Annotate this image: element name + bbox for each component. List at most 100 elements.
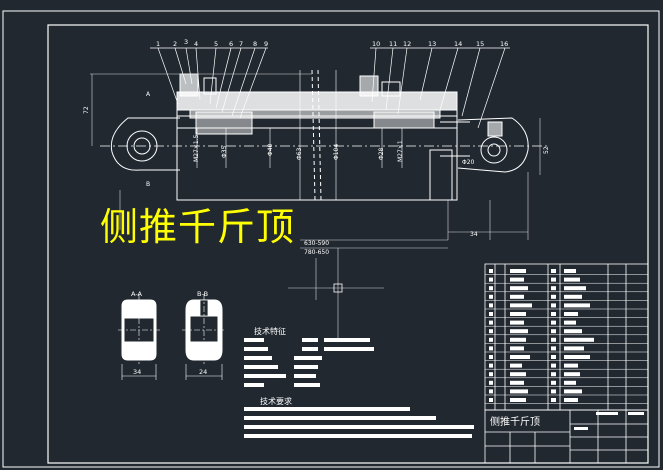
parts-row-cell <box>510 312 526 316</box>
parts-row-cell <box>489 286 493 291</box>
dim-label: Φ40 <box>267 143 274 156</box>
parts-row-cell <box>510 320 524 325</box>
part-number: 4 <box>194 40 198 48</box>
part-numbers: 1 2 3 4 5 6 7 8 9 10 11 12 13 14 15 16 <box>156 38 508 48</box>
parts-row-cell <box>551 346 556 351</box>
part-number: 10 <box>372 40 380 48</box>
part-number: 2 <box>173 40 177 48</box>
parts-row-cell <box>510 372 526 377</box>
part-number: 3 <box>184 38 188 46</box>
dim-label: Φ28 <box>378 147 385 160</box>
part-number: 15 <box>476 40 484 48</box>
parts-row-cell <box>564 303 590 308</box>
parts-row-cell <box>564 363 578 368</box>
parts-row-cell <box>551 380 556 385</box>
parts-row-cell <box>564 286 586 291</box>
tech-features-title: 技术特征 <box>254 326 286 336</box>
dim-left-height: 72 <box>83 106 90 114</box>
parts-row-cell <box>564 269 576 273</box>
parts-row-cell <box>564 312 578 316</box>
parts-row-cell <box>551 294 556 299</box>
parts-row-cell <box>489 294 493 299</box>
parts-row-cell <box>551 320 556 325</box>
right-pin-hole <box>480 136 508 164</box>
title-block-name: 侧推千斤顶 <box>490 415 540 428</box>
parts-row-cell <box>489 277 493 282</box>
inner-border <box>47 24 649 464</box>
parts-row-cell <box>489 320 493 325</box>
parts-row-cell <box>564 355 590 359</box>
drawing-title: 侧推千斤顶 <box>100 205 296 249</box>
parts-row-cell <box>551 277 556 282</box>
part-number: 8 <box>253 40 257 48</box>
dim-stroke-1: 630-590 <box>304 240 329 247</box>
part-number: 14 <box>454 40 462 48</box>
part-number: 6 <box>229 40 233 48</box>
parts-row-cell <box>489 363 493 368</box>
dim-small-right: 34 <box>470 231 478 238</box>
part-number: 7 <box>239 40 243 48</box>
parts-row-cell <box>551 269 556 273</box>
tech-requirements-title: 技术要求 <box>260 396 292 406</box>
parts-row-cell <box>489 380 493 385</box>
parts-row-cell <box>489 398 493 402</box>
part-number: 11 <box>389 40 397 48</box>
dim-label: M27×1.5 <box>193 134 200 162</box>
dimension-lines <box>90 73 541 338</box>
dim-label: Φ35 <box>221 145 228 158</box>
parts-row-cell <box>510 389 528 394</box>
parts-row-cell <box>510 346 524 351</box>
parts-row-cell <box>564 320 576 325</box>
parts-row-cell <box>510 269 526 273</box>
parts-row-cell <box>564 294 582 299</box>
dim-label: M27×1 <box>397 140 404 162</box>
part-number: 9 <box>264 40 268 48</box>
part-number: 12 <box>403 40 411 48</box>
gland-left <box>179 73 199 97</box>
parts-row-cell <box>551 286 556 291</box>
tech-features-lines <box>244 338 374 387</box>
parts-row-cell <box>489 372 493 377</box>
leader-lines <box>150 47 510 129</box>
section-b-width: 24 <box>199 368 207 376</box>
tech-requirements-lines <box>244 407 474 438</box>
parts-row-cell <box>551 355 556 359</box>
parts-row-cell <box>510 355 530 359</box>
parts-row-cell <box>510 294 524 299</box>
right-clevis <box>457 117 529 173</box>
dimension-labels: 72 52 M27×1.5 Φ35 Φ40 Φ63 Φ104 Φ28 M27×1… <box>83 91 550 256</box>
parts-row-cell <box>551 372 556 377</box>
dim-right-height: 52 <box>543 146 550 154</box>
parts-row-cell <box>551 337 556 342</box>
parts-row-cell <box>564 389 582 394</box>
parts-row-cell <box>551 363 556 368</box>
parts-row-cell <box>551 329 556 334</box>
parts-row-cell <box>489 346 493 351</box>
break-line <box>311 69 322 201</box>
parts-row-cell <box>510 363 522 368</box>
cylinder-assembly <box>100 69 548 201</box>
section-b-label: B-B <box>197 290 208 298</box>
title-block <box>484 409 649 464</box>
dim-label: Φ63 <box>296 147 303 160</box>
parts-row-cell <box>564 277 580 282</box>
parts-row-cell <box>489 312 493 316</box>
parts-row-cell <box>551 303 556 308</box>
outer-border <box>2 10 660 468</box>
parts-row-cell <box>510 303 532 308</box>
section-view-a <box>118 294 160 380</box>
part-number: 5 <box>214 40 218 48</box>
parts-row-cell <box>551 398 556 402</box>
parts-row-cell <box>510 398 526 402</box>
parts-row-cell <box>564 372 580 377</box>
title-block-fill <box>574 412 644 430</box>
section-a-width: 34 <box>133 368 141 376</box>
part-number: 13 <box>428 40 436 48</box>
parts-list-rows <box>485 269 648 404</box>
dim-stroke-2: 780-650 <box>304 249 329 256</box>
parts-row-cell <box>510 337 526 342</box>
parts-row-cell <box>489 329 493 334</box>
parts-row-cell <box>510 277 524 282</box>
section-marker-a: A <box>146 91 151 98</box>
